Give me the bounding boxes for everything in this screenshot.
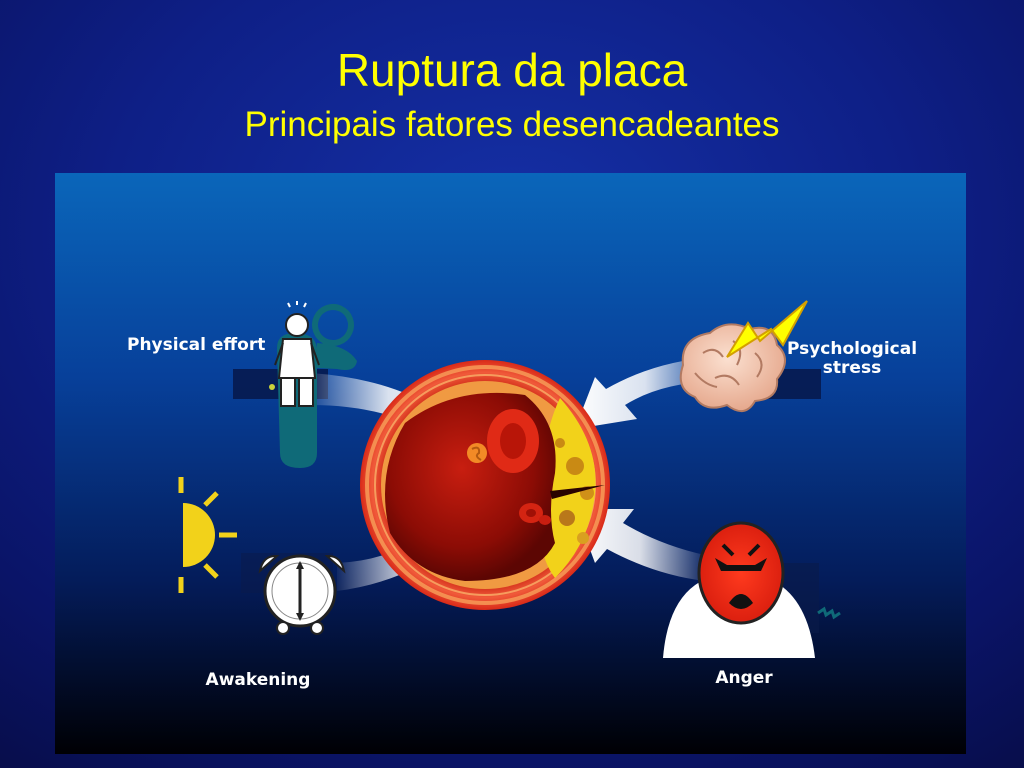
lightning-icon — [726, 300, 808, 358]
sun-icon — [178, 477, 237, 593]
label-psychological-stress-line1: Psychological — [787, 339, 917, 359]
alarm-clock-icon — [241, 553, 346, 635]
angry-face-icon — [663, 521, 841, 658]
label-physical-effort: Physical effort — [127, 335, 265, 355]
red-blood-cell-icon — [487, 409, 539, 473]
diagram-canvas: Physical effort Psychological stress Awa… — [55, 173, 966, 754]
diagram-panel: Physical effort Psychological stress Awa… — [55, 173, 966, 754]
slide-title: Ruptura da placa — [336, 44, 688, 96]
artery-cross-section — [360, 360, 610, 610]
slide-subtitle: Principais fatores desencadeantes — [244, 105, 780, 144]
runner-icon — [269, 301, 357, 468]
label-psychological-stress-line2: stress — [823, 358, 881, 378]
plaque-rupture — [550, 485, 605, 499]
label-awakening: Awakening — [206, 670, 311, 690]
small-red-blood-cell-icon — [519, 503, 551, 525]
label-anger: Anger — [715, 668, 773, 688]
platelet-icon — [467, 443, 487, 463]
arrow-anger — [575, 509, 705, 581]
brain-icon — [679, 323, 786, 412]
